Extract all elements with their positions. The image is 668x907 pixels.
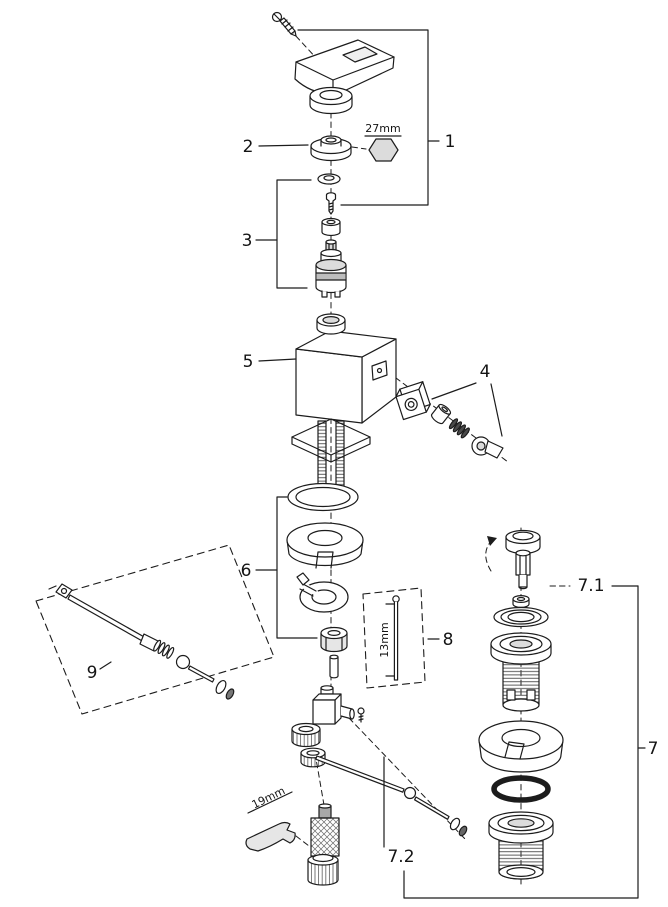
side-outlet-port — [371, 360, 388, 381]
callout-4: 4 — [480, 362, 491, 382]
check-valve — [471, 436, 504, 459]
lever-handle — [294, 39, 395, 94]
grub-screw — [357, 707, 365, 715]
faucet-body — [295, 313, 397, 424]
drain-flange — [490, 632, 552, 712]
lock-nut — [291, 722, 321, 748]
base-oring — [287, 482, 359, 512]
hexagon-icon — [368, 138, 399, 162]
handle-screw — [271, 11, 297, 37]
callout-5: 5 — [243, 352, 254, 372]
tee-connector — [312, 685, 365, 725]
callout-3: 3 — [242, 231, 253, 251]
dimension-13mm: 13mm — [378, 622, 391, 657]
mounting-pin — [329, 654, 339, 679]
retainer-ring — [317, 173, 341, 185]
base-plate — [291, 418, 371, 463]
rotate-arrow-icon — [487, 536, 497, 546]
callout-1: 1 — [445, 132, 456, 152]
fastening-wedge — [286, 522, 364, 569]
callout-6: 6 — [241, 561, 252, 581]
callout-9: 9 — [87, 663, 98, 683]
pull-rod-assembly-box — [35, 544, 275, 715]
dimension-27mm: 27mm — [365, 122, 400, 135]
handle-dome-ring — [309, 86, 353, 115]
callout-2: 2 — [243, 137, 254, 157]
pull-rod — [315, 755, 468, 837]
supply-hose — [307, 803, 340, 886]
hex-key-symbol: 27mm — [364, 122, 402, 162]
wrench-19mm: 19mm — [245, 784, 296, 852]
spring — [448, 418, 470, 439]
mounting-nut — [320, 626, 348, 653]
wrench-icon — [245, 821, 296, 852]
callout-7-2: 7.2 — [387, 847, 414, 867]
plug-washer — [493, 606, 549, 628]
horseshoe-washer — [296, 572, 349, 613]
outlet-valve-set — [395, 381, 504, 459]
set-screw — [325, 192, 337, 215]
callout-7: 7 — [648, 739, 659, 759]
knurled-ring — [300, 747, 326, 768]
callout-8: 8 — [443, 630, 454, 650]
cartridge-cap — [321, 217, 341, 237]
callout-7-1: 7.1 — [577, 576, 604, 596]
plug-retainer-ring — [512, 594, 530, 608]
drain-locknut — [488, 811, 554, 880]
wedge-gasket — [478, 720, 564, 773]
drain-plug — [485, 529, 541, 590]
callout-brackets: 1 2 3 4 5 6 8 9 7.1 7 7.2 — [87, 29, 659, 899]
cap-nut — [310, 135, 352, 162]
extension-rod-box: 13mm — [362, 587, 426, 689]
drain-oring — [491, 775, 551, 803]
dimension-19mm: 19mm — [250, 784, 288, 811]
cartridge — [315, 239, 347, 298]
